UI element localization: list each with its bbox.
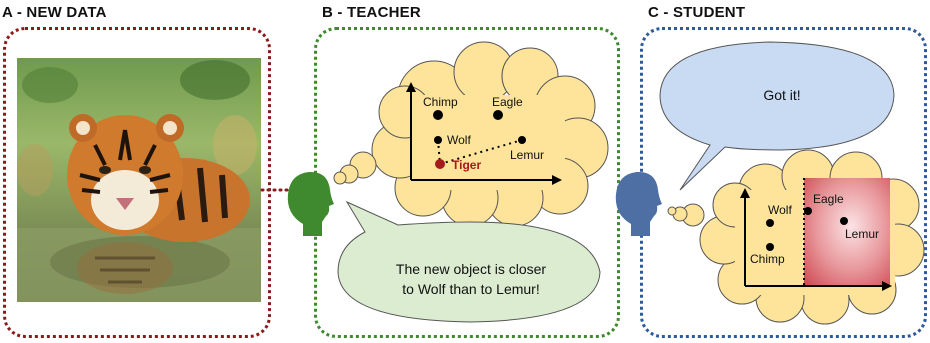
teacher-point-eagle [493, 110, 503, 120]
teacher-speech-line-2: to Wolf than to Lemur! [402, 281, 539, 297]
student-point-eagle [804, 207, 812, 215]
panel-b-title: B - TEACHER [322, 4, 421, 21]
panel-a-frame [3, 27, 271, 338]
teacher-label-wolf: Wolf [447, 133, 471, 147]
student-head-icon [615, 171, 662, 236]
teacher-point-tiger [435, 159, 445, 169]
teacher-head-icon [287, 171, 334, 236]
teacher-thought-cloud [371, 41, 609, 227]
student-point-wolf [766, 219, 774, 227]
teacher-point-lemur [518, 136, 526, 144]
student-thought-bubbles [667, 203, 705, 227]
student-label-lemur: Lemur [845, 227, 879, 241]
teacher-speech-bubble [337, 200, 601, 323]
panel-a-title: A - NEW DATA [2, 4, 107, 21]
teacher-label-chimp: Chimp [423, 95, 458, 109]
student-label-chimp: Chimp [750, 252, 785, 266]
student-point-lemur [840, 217, 848, 225]
teacher-point-chimp [433, 110, 443, 120]
student-speech-bubble [659, 41, 895, 191]
student-label-eagle: Eagle [813, 192, 844, 206]
student-point-chimp [766, 243, 774, 251]
student-label-wolf: Wolf [768, 203, 792, 217]
teacher-point-wolf [434, 136, 442, 144]
teacher-speech-line-1: The new object is closer [396, 261, 547, 277]
student-decision-region [804, 178, 890, 285]
panel-c-title: C - STUDENT [648, 4, 746, 21]
teacher-thought-bubbles [333, 151, 377, 185]
tiger-photo [17, 58, 261, 302]
teacher-label-tiger: Tiger [452, 158, 481, 172]
teacher-label-eagle: Eagle [492, 95, 523, 109]
teacher-label-lemur: Lemur [510, 148, 544, 162]
student-speech-text: Got it! [763, 87, 800, 103]
